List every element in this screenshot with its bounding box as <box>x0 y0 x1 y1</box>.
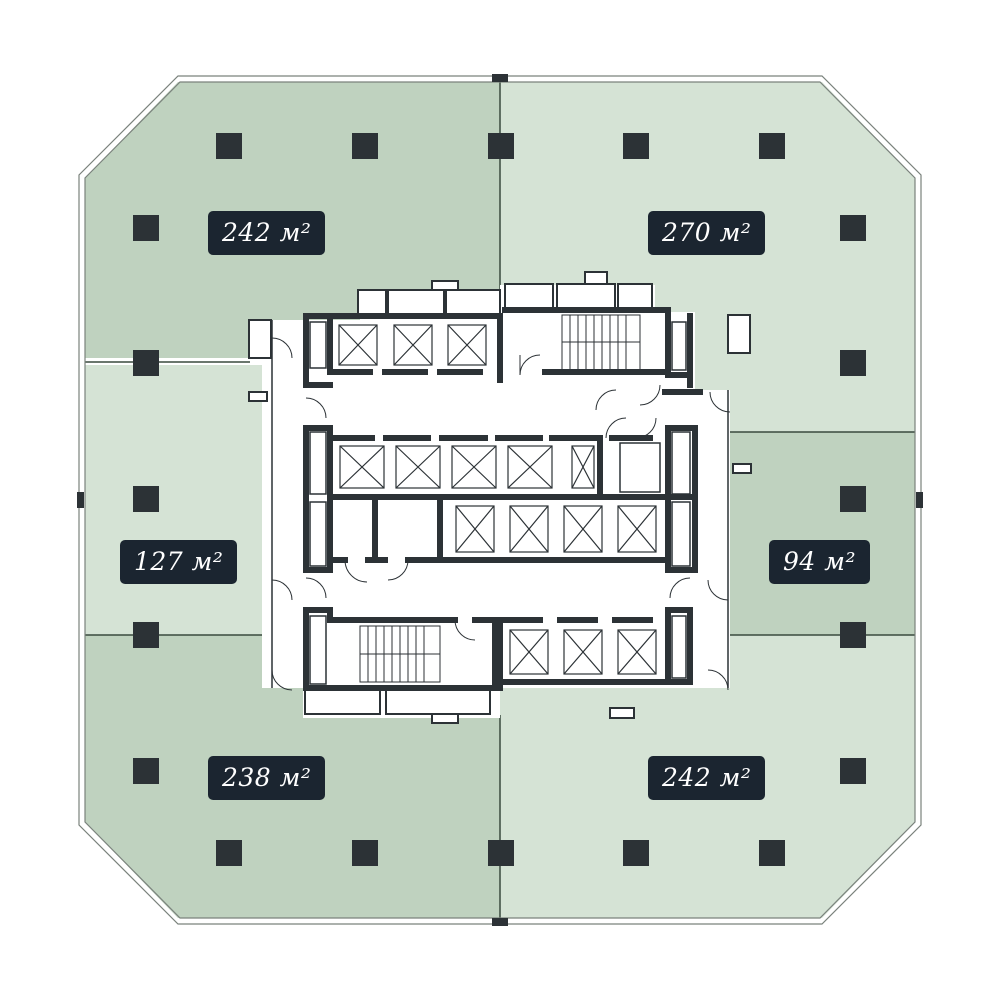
unit-se-area-label[interactable]: 242 м² <box>648 756 766 800</box>
unit-w-area[interactable] <box>85 365 270 635</box>
stairs-north <box>561 314 641 371</box>
door-swings <box>271 337 731 691</box>
facade-joints <box>77 74 923 926</box>
unit-sw-area-label[interactable]: 238 м² <box>208 756 326 800</box>
unit-e-area[interactable] <box>730 432 915 635</box>
unit-ne-area[interactable] <box>500 82 915 432</box>
building-core <box>248 271 752 724</box>
unit-nw-area-label[interactable]: 242 м² <box>208 211 326 255</box>
structural-columns <box>133 133 866 866</box>
stairs-south <box>359 625 441 683</box>
unit-w-area-label[interactable]: 127 м² <box>120 540 238 584</box>
building-facade <box>78 75 922 925</box>
unit-ne-area-label[interactable]: 270 м² <box>648 211 766 255</box>
unit-e-area-label[interactable]: 94 м² <box>769 540 871 584</box>
unit-dividers <box>85 82 915 918</box>
